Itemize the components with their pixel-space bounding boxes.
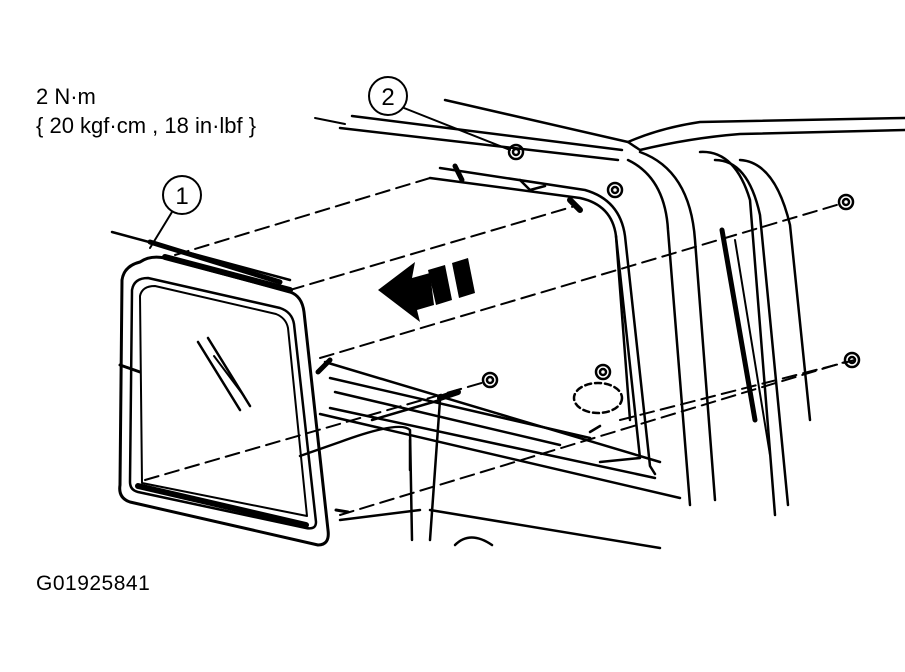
quarter-window-assembly [110,230,350,547]
torque-spec-line-1: 2 N·m [36,84,96,109]
vehicle-body [298,98,905,550]
callout-number-1: 1 [175,183,188,210]
figure-id: G01925841 [36,572,151,595]
torque-spec: 2 N·m { 20 kgf·cm , 18 in·lbf } [36,82,256,140]
alignment-lines [144,177,856,516]
torque-spec-line-2: { 20 kgf·cm , 18 in·lbf } [36,113,257,138]
install-direction-arrow [378,258,475,322]
torque-leader-line [314,117,346,125]
callout-1 [149,175,202,249]
callout-number-2: 2 [381,84,394,111]
callout-2 [368,76,511,151]
